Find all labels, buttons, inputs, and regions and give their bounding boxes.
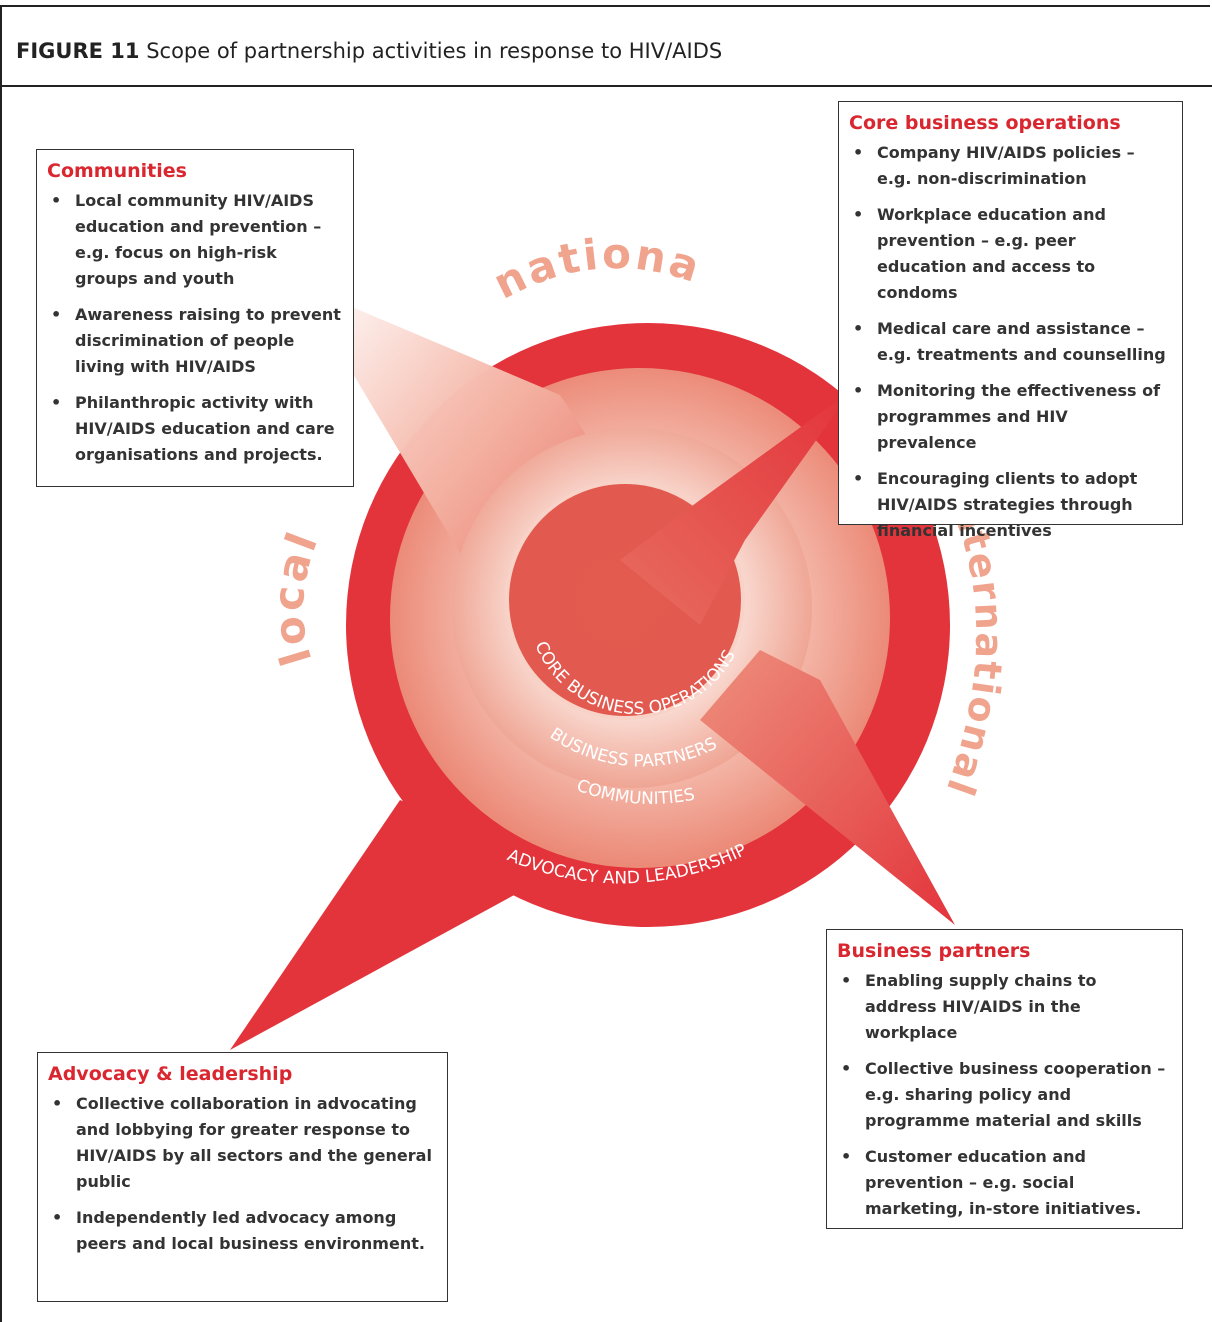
list-item: Encouraging clients to adopt HIV/AIDS st… [849,466,1170,544]
label-local: local [263,523,328,671]
list-item: Collective collaboration in advocating a… [48,1091,435,1195]
list-item: Philanthropic activity with HIV/AIDS edu… [47,390,341,468]
business-partners-list: Enabling supply chains to address HIV/AI… [837,968,1170,1222]
communities-list: Local community HIV/AIDS education and p… [47,188,341,468]
list-item: Independently led advocacy among peers a… [48,1205,435,1257]
figure-header: FIGURE 11 Scope of partnership activitie… [2,7,1212,87]
list-item: Collective business cooperation – e.g. s… [837,1056,1170,1134]
figure-frame [0,5,1210,1322]
core-business-box: Core business operations Company HIV/AID… [838,101,1183,540]
business-partners-box: Business partners Enabling supply chains… [826,929,1183,1229]
business-partners-box-title: Business partners [837,940,1031,962]
advocacy-box: Advocacy & leadership Collective collabo… [37,1052,448,1302]
communities-box-title: Communities [47,160,187,182]
partners-pointer [700,650,955,925]
figure-number: FIGURE 11 [16,39,140,63]
list-item: Company HIV/AIDS policies – e.g. non-dis… [849,140,1170,192]
advocacy-pointer [230,800,560,1050]
list-item: Medical care and assistance – e.g. treat… [849,316,1170,368]
list-item: Customer education and prevention – e.g.… [837,1144,1170,1222]
communities-box: Communities Local community HIV/AIDS edu… [36,149,354,487]
core-business-box-title: Core business operations [849,112,1121,134]
core-pointer [620,390,852,625]
list-item: Local community HIV/AIDS education and p… [47,188,341,292]
figure-caption: FIGURE 11 Scope of partnership activitie… [16,39,722,63]
advocacy-box-title: Advocacy & leadership [48,1063,293,1085]
figure-title: Scope of partnership activities in respo… [146,39,723,63]
list-item: Enabling supply chains to address HIV/AI… [837,968,1170,1046]
list-item: Monitoring the effectiveness of programm… [849,378,1170,456]
list-item: Awareness raising to prevent discriminat… [47,302,341,380]
core-business-list: Company HIV/AIDS policies – e.g. non-dis… [849,140,1170,544]
list-item: Workplace education and prevention – e.g… [849,202,1170,306]
advocacy-list: Collective collaboration in advocating a… [48,1091,435,1257]
